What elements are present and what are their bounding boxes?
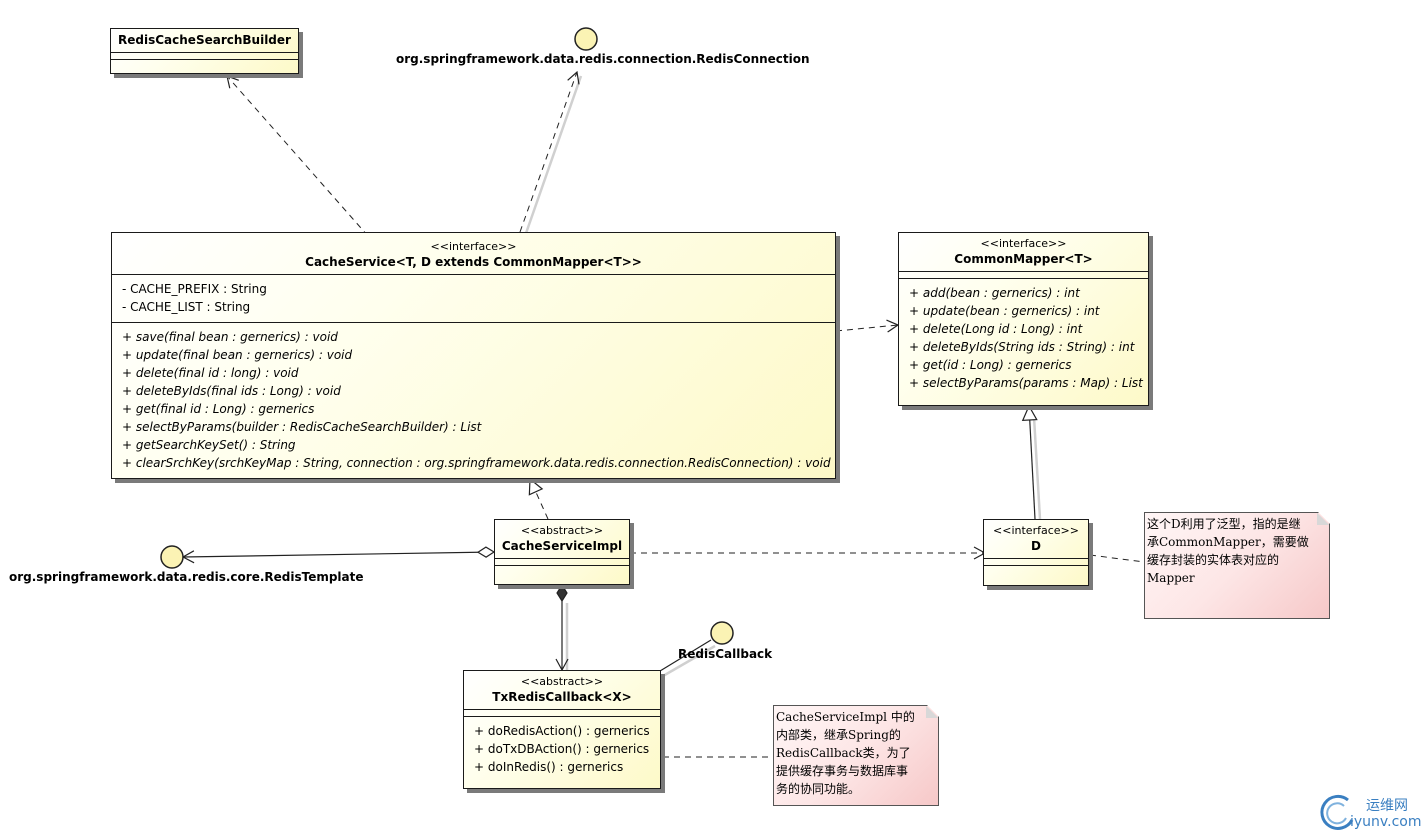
dependency-edge	[835, 319, 900, 333]
note-line: 务的协同功能。	[776, 782, 861, 796]
note-tx-redis-callback[interactable]: CacheServiceImpl 中的 内部类，继承Spring的 RedisC…	[773, 705, 939, 806]
watermark-logo: 运维网 iyunv.com	[1318, 790, 1428, 840]
operation-row: + doRedisAction() : gernerics	[474, 724, 650, 738]
aggregation-edge	[183, 552, 494, 557]
operation-row: + selectByParams(params : Map) : List	[909, 376, 1143, 390]
operation-row: + delete(final id : long) : void	[122, 366, 299, 380]
attributes-section	[899, 271, 1148, 278]
interface-label-redis-template[interactable]: org.springframework.data.redis.core.Redi…	[9, 570, 364, 584]
interface-circle-redis-template	[160, 545, 184, 569]
operation-row: + add(bean : gernerics) : int	[909, 286, 1080, 300]
interface-label-redis-callback[interactable]: RedisCallback	[678, 647, 773, 661]
note-line: 承CommonMapper，需要做	[1147, 535, 1309, 549]
class-cache-service[interactable]: <<interface>> CacheService<T, D extends …	[111, 232, 836, 479]
attributes-section	[984, 558, 1088, 565]
dependency-edge	[519, 70, 580, 233]
operations-section	[984, 565, 1088, 572]
class-name: D	[1031, 539, 1041, 553]
operation-row: + update(bean : gernerics) : int	[909, 304, 1100, 318]
dependency-edge	[226, 75, 369, 237]
watermark-en-text: iyunv.com	[1350, 814, 1422, 830]
operation-row: + save(final bean : gernerics) : void	[122, 330, 338, 344]
operation-row: + get(final id : Long) : gernerics	[122, 402, 315, 416]
note-line: 缓存封装的实体表对应的	[1147, 553, 1280, 567]
operation-row: + doInRedis() : gernerics	[474, 760, 624, 774]
operation-row: + deleteByIds(final ids : Long) : void	[122, 384, 341, 398]
note-line: 这个D利用了泛型，指的是继	[1147, 517, 1301, 531]
class-tx-redis-callback[interactable]: <<abstract>> TxRedisCallback<X> + doRedi…	[463, 670, 661, 789]
class-cache-service-impl[interactable]: <<abstract>> CacheServiceImpl	[494, 519, 630, 585]
note-line: 提供缓存事务与数据库事	[776, 764, 909, 778]
attributes-section	[464, 709, 660, 716]
attributes-section	[495, 558, 629, 565]
note-line: 内部类，继承Spring的	[776, 728, 901, 742]
realization-edge	[528, 477, 549, 520]
attribute-row: - CACHE_PREFIX : String	[122, 282, 267, 296]
note-line: Mapper	[1147, 571, 1195, 585]
stereotype-label: <<abstract>>	[520, 675, 604, 688]
stereotype-label: <<interface>>	[993, 524, 1079, 537]
class-name: RedisCacheSearchBuilder	[118, 33, 291, 47]
note-d-generic[interactable]: 这个D利用了泛型，指的是继 承CommonMapper，需要做 缓存封装的实体表…	[1144, 512, 1330, 619]
generalization-edge	[1021, 404, 1038, 520]
stereotype-label: <<interface>>	[980, 237, 1067, 250]
interface-circle-redis-callback	[710, 621, 734, 645]
operation-row: + getSearchKeySet() : String	[122, 438, 296, 452]
attribute-row: - CACHE_LIST : String	[122, 300, 251, 314]
operations-section	[111, 59, 298, 66]
class-d[interactable]: <<interface>> D	[983, 519, 1089, 586]
stereotype-label: <<abstract>>	[520, 524, 604, 537]
stereotype-label: <<interface>>	[430, 240, 517, 253]
operation-row: + get(id : Long) : gernerics	[909, 358, 1072, 372]
operation-row: + clearSrchKey(srchKeyMap : String, conn…	[122, 456, 831, 470]
operations-section	[495, 565, 629, 572]
operation-row: + update(final bean : gernerics) : void	[122, 348, 353, 362]
watermark-cn-text: 运维网	[1366, 798, 1408, 814]
interface-label-redis-connection[interactable]: org.springframework.data.redis.connectio…	[396, 52, 810, 66]
operations-section: + add(bean : gernerics) : int + update(b…	[899, 278, 1148, 398]
attributes-section: - CACHE_PREFIX : String - CACHE_LIST : S…	[112, 274, 835, 322]
interface-circle-redis-connection	[574, 27, 598, 51]
class-redis-cache-search-builder[interactable]: RedisCacheSearchBuilder	[110, 28, 299, 74]
attributes-section	[111, 52, 298, 59]
operation-row: + doTxDBAction() : gernerics	[474, 742, 650, 756]
class-name: TxRedisCallback<X>	[492, 690, 632, 704]
note-line: RedisCallback类，为了	[776, 746, 911, 760]
note-connector	[1089, 554, 1145, 563]
operation-row: + delete(Long id : Long) : int	[909, 322, 1083, 336]
class-common-mapper[interactable]: <<interface>> CommonMapper<T> + add(bean…	[898, 232, 1149, 406]
realization-lollipop-edge	[659, 639, 712, 672]
class-name: CacheService<T, D extends CommonMapper<T…	[305, 255, 642, 269]
class-name: CommonMapper<T>	[954, 252, 1093, 266]
watermark-swirl-icon	[1320, 794, 1354, 830]
note-line: CacheServiceImpl 中的	[776, 710, 915, 724]
operation-row: + selectByParams(builder : RedisCacheSea…	[122, 420, 482, 434]
class-name: CacheServiceImpl	[501, 539, 623, 553]
operation-row: + deleteByIds(String ids : String) : int	[909, 340, 1135, 354]
operations-section: + doRedisAction() : gernerics + doTxDBAc…	[464, 716, 660, 782]
operations-section: + save(final bean : gernerics) : void + …	[112, 322, 835, 478]
